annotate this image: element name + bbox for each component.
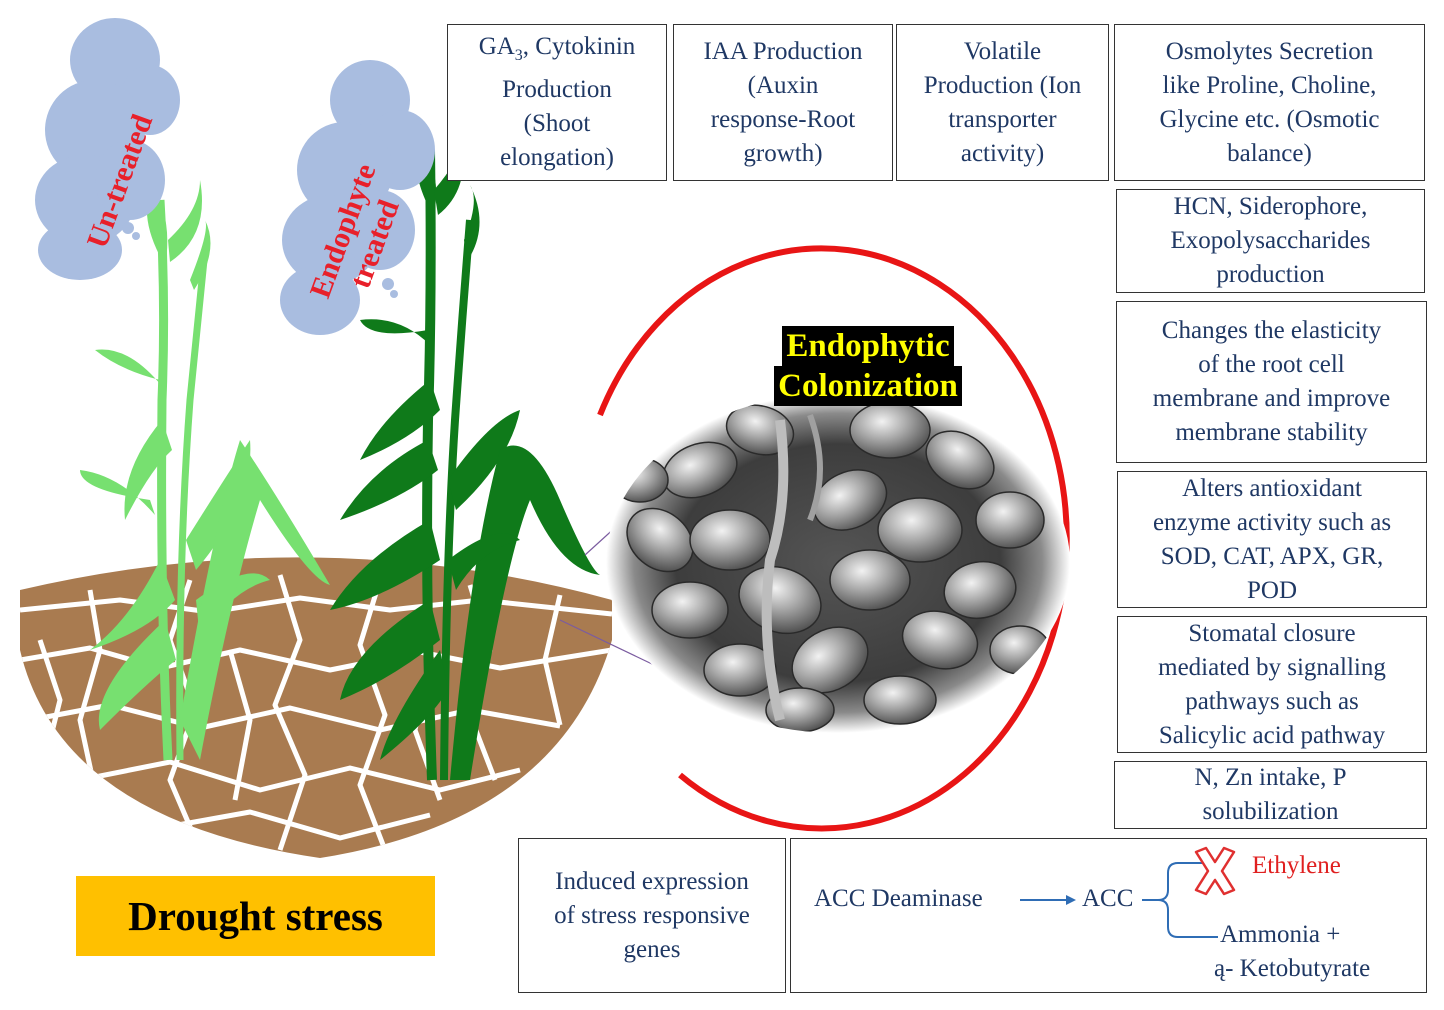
ethylene-label: Ethylene [1252,852,1341,879]
untreated-cloud [35,18,180,280]
sem-micrograph [606,393,1070,733]
colonization-label-line2: Colonization [774,366,962,406]
drought-stress-label: Drought stress [76,876,435,956]
blocked-x-icon [1194,846,1236,896]
ammonia-label: Ammonia + [1220,921,1341,948]
box-ga3-cytokinin: GA3, Cytokinin Production (Shoot elongat… [447,24,667,181]
colonization-label: Endophytic Colonization [770,326,966,406]
box-hcn-siderophore: HCN, Siderophore, Exopolysaccharides pro… [1116,189,1425,293]
box-stress-genes: Induced expression of stress responsive … [518,838,786,993]
colonization-ring [597,245,1070,832]
box-volatile-production: Volatile Production (Ion transporter act… [896,24,1109,181]
box-acc-deaminase [790,838,1427,993]
untreated-plant [80,180,330,761]
acc-arrow [1020,895,1076,905]
treated-plant [330,140,600,781]
acc-deaminase-label: ACC Deaminase [814,885,983,912]
treated-cloud [280,60,435,335]
ga3-line1: GA3, Cytokinin [478,33,636,64]
box-membrane-elasticity: Changes the elasticity of the root cell … [1116,301,1427,463]
acc-branch-bracket [1142,862,1218,938]
acc-label: ACC [1082,885,1134,912]
box-iaa-production: IAA Production (Auxin response-Root grow… [673,24,893,181]
box-antioxidant-enzymes: Alters antioxidant enzyme activity such … [1117,471,1427,608]
ketobutyrate-label: ą- Ketobutyrate [1214,955,1371,982]
box-nutrient-intake: N, Zn intake, P solubilization [1114,761,1427,829]
colonization-label-line1: Endophytic [782,326,954,366]
box-stomatal-closure: Stomatal closure mediated by signalling … [1117,616,1427,753]
box-osmolytes: Osmolytes Secretion like Proline, Cholin… [1114,24,1425,181]
